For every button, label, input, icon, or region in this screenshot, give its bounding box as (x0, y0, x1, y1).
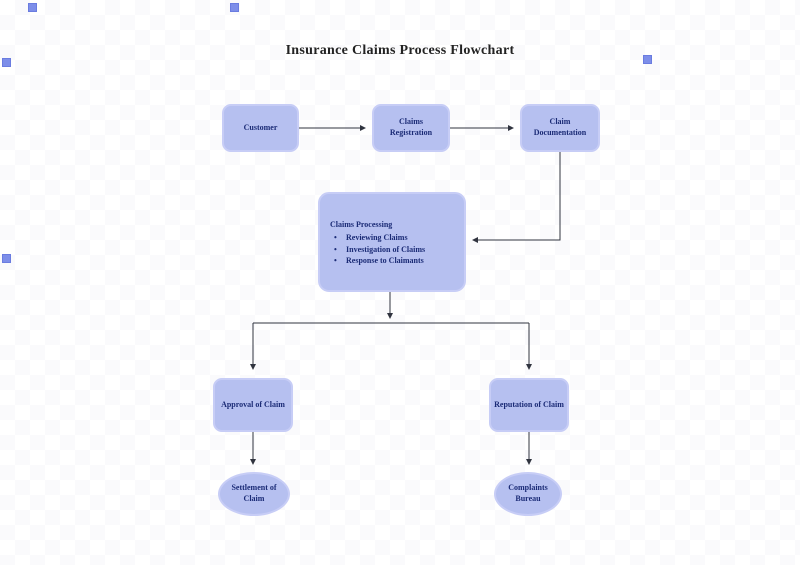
list-item: • Reviewing Claims (330, 233, 425, 244)
bullet-text: Investigation of Claims (346, 244, 426, 254)
bullet-icon: • (334, 232, 337, 242)
selection-handle[interactable] (230, 3, 239, 12)
node-label: Approval of Claim (221, 399, 285, 409)
node-complaints-bureau[interactable]: Complaints Bureau (494, 472, 562, 516)
node-claim-documentation[interactable]: Claim Documentation (520, 104, 600, 152)
bullet-icon: • (334, 256, 337, 266)
selection-handle[interactable] (643, 55, 652, 64)
node-claims-processing[interactable]: Claims Processing • Reviewing Claims • Inv… (318, 192, 466, 292)
node-label: Claim Documentation (533, 117, 587, 137)
node-label: Customer (243, 122, 278, 132)
node-reputation-of-claim[interactable]: Reputation of Claim (489, 378, 569, 432)
selection-handle[interactable] (2, 254, 11, 263)
node-label: Settlement of Claim (231, 483, 277, 503)
page-title: Insurance Claims Process Flowchart (285, 43, 515, 58)
node-customer[interactable]: Customer (222, 104, 299, 152)
claims-processing-bullet-list: • Reviewing Claims • Investigation of Clai… (330, 233, 425, 268)
node-approval-of-claim[interactable]: Approval of Claim (213, 378, 293, 432)
selection-handle[interactable] (2, 58, 11, 67)
node-label: Complaints Bureau (508, 483, 548, 503)
node-label: Claims Registration (389, 117, 433, 137)
node-settlement-of-claim[interactable]: Settlement of Claim (218, 472, 290, 516)
list-item: • Investigation of Claims (330, 245, 425, 256)
selection-handle[interactable] (28, 3, 37, 12)
list-item: • Response to Claimants (330, 256, 425, 267)
bullet-icon: • (334, 244, 337, 254)
bullet-text: Reviewing Claims (346, 232, 408, 242)
node-claims-registration[interactable]: Claims Registration (372, 104, 450, 152)
bullet-text: Response to Claimants (346, 256, 424, 266)
node-label: Reputation of Claim (494, 399, 564, 409)
claims-processing-title: Claims Processing (330, 220, 393, 229)
